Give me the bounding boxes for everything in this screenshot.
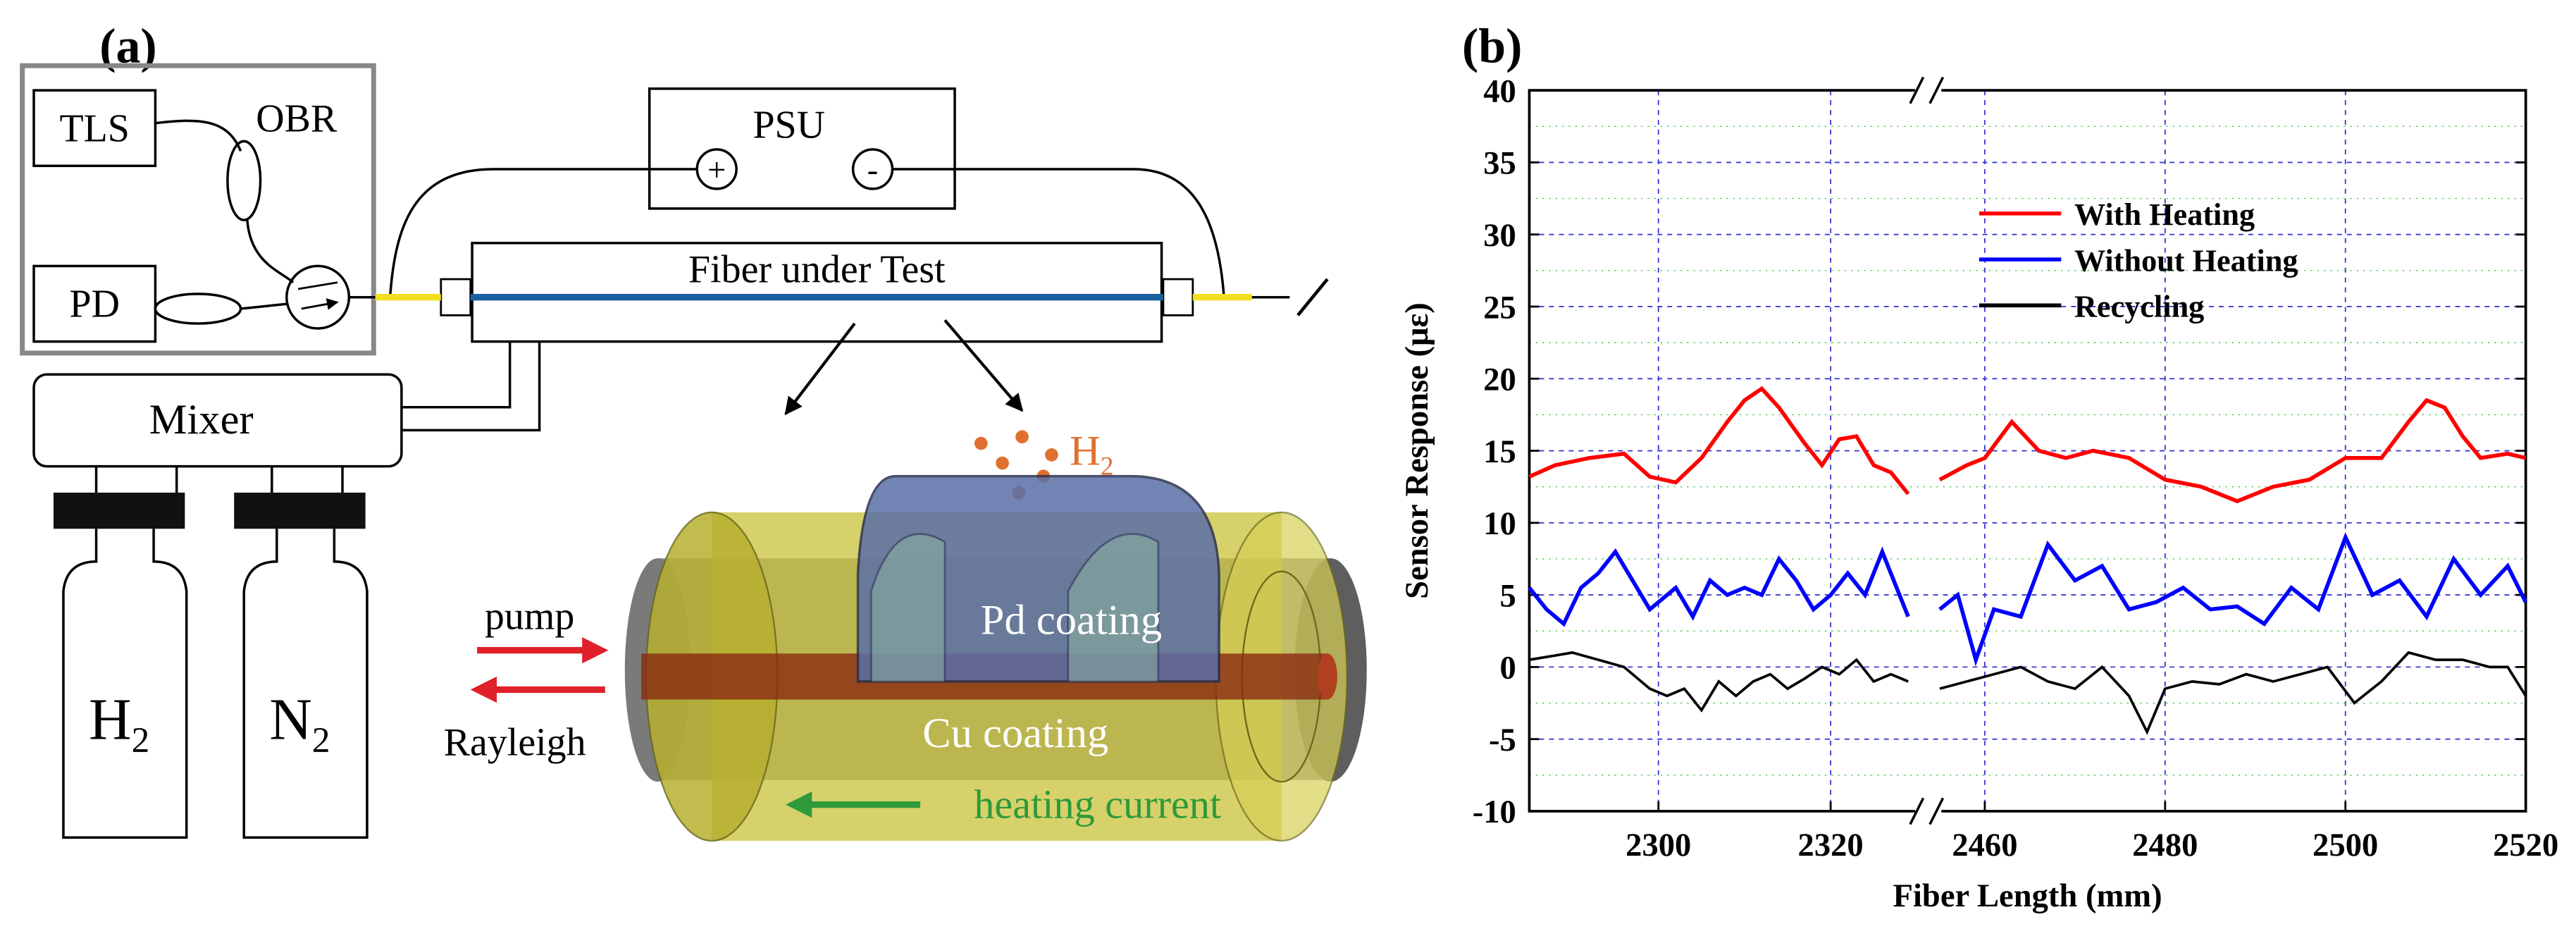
- h2-bottle: [62, 529, 188, 839]
- y-tick-label: 5: [1500, 577, 1516, 614]
- legend-label: Recycling: [2074, 290, 2204, 324]
- y-axis-label: Sensor Response (με): [1399, 302, 1435, 599]
- legend-label: With Heating: [2074, 197, 2255, 232]
- y-tick-label: 20: [1483, 362, 1516, 398]
- pump-label: pump: [485, 594, 574, 638]
- heating-current-label: heating current: [974, 781, 1221, 827]
- axis-break-mark: [1909, 797, 1925, 825]
- plot-frame: [1528, 89, 2527, 813]
- circulator: [285, 264, 351, 330]
- panel-b-label: (b): [1462, 20, 1522, 74]
- series-line-with-heating: [1528, 386, 1910, 495]
- series-line-without-heating: [1938, 532, 2528, 667]
- pd-coating-label: Pd coating: [981, 596, 1162, 644]
- y-tick-label: -5: [1489, 722, 1516, 758]
- x-tick-label: 2500: [2312, 827, 2378, 863]
- x-tick-label: 2520: [2493, 827, 2558, 863]
- axis-break-mark: [1909, 76, 1925, 104]
- x-axis-label: Fiber Length (mm): [1893, 878, 2162, 914]
- x-tick-label: 2480: [2132, 827, 2198, 863]
- series-line-with-heating: [1938, 398, 2527, 504]
- test-chamber: [471, 242, 1163, 343]
- panel-a: (a) TLS OBR PD PSU + - Fiber under Test: [20, 20, 1367, 842]
- y-tick-label: 15: [1483, 433, 1516, 470]
- psu-label: PSU: [753, 104, 825, 147]
- n2-bottle-label: N2: [269, 686, 330, 760]
- zoom-arrow-left: [784, 322, 856, 416]
- h2-gas-label: H2: [1070, 427, 1113, 481]
- coupler: [226, 140, 262, 221]
- tls-box: [32, 89, 157, 168]
- y-tick-label: 30: [1483, 217, 1516, 254]
- y-tick-label: 0: [1500, 650, 1516, 686]
- fiber-under-test-label: Fiber under Test: [688, 248, 946, 292]
- obr-label: OBR: [256, 97, 338, 140]
- series-line-without-heating: [1528, 546, 1910, 627]
- y-tick-label: 10: [1483, 505, 1516, 542]
- n2-valve: [234, 492, 366, 529]
- pd-label: PD: [69, 283, 119, 326]
- cu-coating-label: Cu coating: [922, 710, 1108, 757]
- zoom-arrow-right: [943, 319, 1024, 412]
- x-tick-label: 2460: [1952, 827, 2017, 863]
- axis-break-mark: [1928, 797, 1945, 825]
- mixer-box: [32, 373, 403, 468]
- series-line-recycling: [1529, 651, 1909, 713]
- series-line-recycling: [1939, 651, 2527, 735]
- y-tick-label: 35: [1483, 145, 1516, 182]
- x-tick-label: 2300: [1626, 827, 1691, 863]
- instrument-box: [20, 63, 376, 356]
- h2-bottle-label: H2: [89, 686, 149, 760]
- pd-box: [32, 264, 157, 343]
- psu-box: [648, 87, 956, 210]
- y-tick-label: 40: [1483, 73, 1516, 109]
- psu-plus: +: [707, 152, 726, 188]
- fiber-termination: [1296, 278, 1329, 316]
- y-tick-label: 25: [1483, 289, 1516, 326]
- n2-bottle: [242, 529, 369, 839]
- x-tick-label: 2320: [1798, 827, 1864, 863]
- legend-label: Without Heating: [2074, 243, 2298, 278]
- coated-fiber-illustration: Pd coating Cu coating heating current: [624, 474, 1367, 842]
- h2-valve: [53, 492, 185, 529]
- rayleigh-label: Rayleigh: [444, 721, 586, 765]
- mixer-label: Mixer: [149, 396, 254, 443]
- axis-break-mark: [1928, 76, 1945, 104]
- y-tick-label: -10: [1473, 794, 1516, 830]
- psu-minus: -: [867, 152, 879, 188]
- tls-label: TLS: [60, 106, 130, 150]
